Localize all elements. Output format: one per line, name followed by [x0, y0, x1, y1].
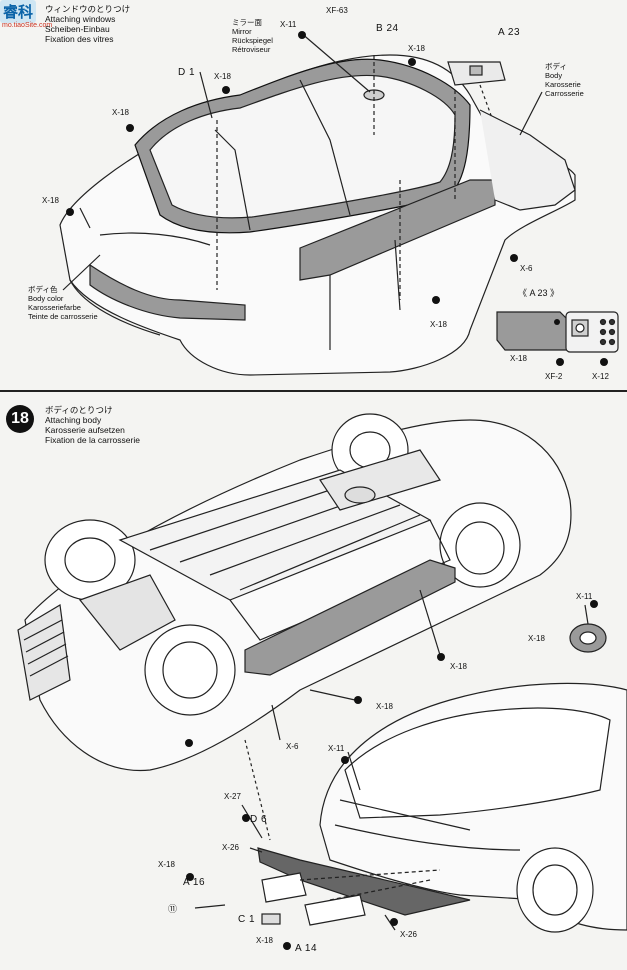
- a23-detail-drawing: [496, 311, 619, 353]
- step18-title-jp: ボディのとりつけ: [45, 405, 113, 415]
- part-label-x18-disc: X-18: [528, 634, 545, 643]
- step17-title-en: Attaching windows: [45, 14, 116, 24]
- step18-title-fr: Fixation de la carrosserie: [45, 435, 140, 445]
- part-label-x26-top: X-26: [222, 843, 239, 852]
- part-label-x18-top-b: X-18: [214, 72, 231, 81]
- mirror-label-fr: Rétroviseur: [232, 45, 271, 54]
- body-label-fr: Carrosserie: [545, 89, 584, 98]
- part-label-b24: B 24: [376, 23, 399, 34]
- watermark-logo-text: 睿科: [0, 0, 37, 23]
- step18-number-badge: 18: [6, 405, 34, 433]
- step17-title-de: Scheiben-Einbau: [45, 24, 110, 34]
- mirror-label-jp: ミラー面: [232, 18, 262, 27]
- part-label-x18-a16: X-18: [158, 860, 175, 869]
- part-label-x18-skirt: X-18: [450, 662, 467, 671]
- watermark-logo: 睿科 mo.tiaoSite.com: [0, 0, 52, 32]
- part-label-d1: D 1: [178, 67, 196, 78]
- body-color-label: ボディ色 Body color Karosseriefarbe Teinte d…: [28, 285, 98, 321]
- step-divider: [0, 390, 627, 392]
- body-color-label-en: Body color: [28, 294, 64, 303]
- step18-title: ボディのとりつけ Attaching body Karosserie aufse…: [45, 405, 140, 445]
- part-label-a23-detail: 《 A 23 》: [518, 288, 560, 298]
- part-label-x27: X-27: [224, 792, 241, 801]
- body-label-jp: ボディ: [545, 62, 567, 71]
- part-label-x6-top: X-6: [520, 264, 533, 273]
- step17-title: ウィンドウのとりつけ Attaching windows Scheiben-Ei…: [45, 4, 130, 44]
- part-label-x18-top-e: X-18: [430, 320, 447, 329]
- part-label-x11-rear: X-11: [328, 744, 345, 753]
- part-label-c1: C 1: [238, 914, 256, 925]
- part-label-x6-bottom: X-6: [286, 742, 299, 751]
- part-label-x11-disc: X-11: [576, 592, 593, 601]
- upper-body-drawing: [59, 31, 576, 376]
- part-label-a14: A 14: [295, 943, 318, 954]
- chassis-drawing: [17, 413, 572, 772]
- step18-title-en: Attaching body: [45, 415, 102, 425]
- mirror-label: ミラー面 Mirror Rückspiegel Rétroviseur: [232, 18, 273, 54]
- part-label-x18-top-c: X-18: [112, 108, 129, 117]
- mirror-label-en: Mirror: [232, 27, 252, 36]
- part-label-x11-top: X-11: [280, 20, 297, 29]
- body-label: ボディ Body Karosserie Carrosserie: [545, 62, 584, 98]
- body-color-label-fr: Teinte de carrosserie: [28, 312, 98, 321]
- car-rear-drawing: [194, 682, 627, 933]
- body-label-de: Karosserie: [545, 80, 581, 89]
- step18-title-de: Karosserie aufsetzen: [45, 425, 125, 435]
- part-label-x18-a14: X-18: [256, 936, 273, 945]
- body-color-label-de: Karosseriefarbe: [28, 303, 81, 312]
- step17-title-jp: ウィンドウのとりつけ: [45, 4, 131, 14]
- part-label-x12: X-12: [592, 372, 609, 381]
- step-marker-11: ⑪: [168, 904, 178, 914]
- part-label-x18-top-d: X-18: [42, 196, 59, 205]
- part-label-a23-top: A 23: [498, 27, 521, 38]
- watermark-url: mo.tiaoSite.com: [2, 22, 53, 29]
- part-label-xf2: XF-2: [545, 372, 563, 381]
- part-label-xf63: XF-63: [326, 6, 348, 15]
- part-label-x18-door: X-18: [376, 702, 393, 711]
- body-color-label-jp: ボディ色: [28, 285, 58, 294]
- step17-title-fr: Fixation des vitres: [45, 34, 114, 44]
- part-label-d6: D 6: [250, 814, 268, 825]
- mirror-label-de: Rückspiegel: [232, 36, 273, 45]
- part-label-x26-bottom: X-26: [400, 930, 417, 939]
- body-label-en: Body: [545, 71, 563, 80]
- part-label-x18-top-f: X-18: [510, 354, 527, 363]
- part-label-x18-top-a: X-18: [408, 44, 425, 53]
- part-label-a16: A 16: [183, 877, 206, 888]
- x11-disc-drawing: [569, 604, 607, 653]
